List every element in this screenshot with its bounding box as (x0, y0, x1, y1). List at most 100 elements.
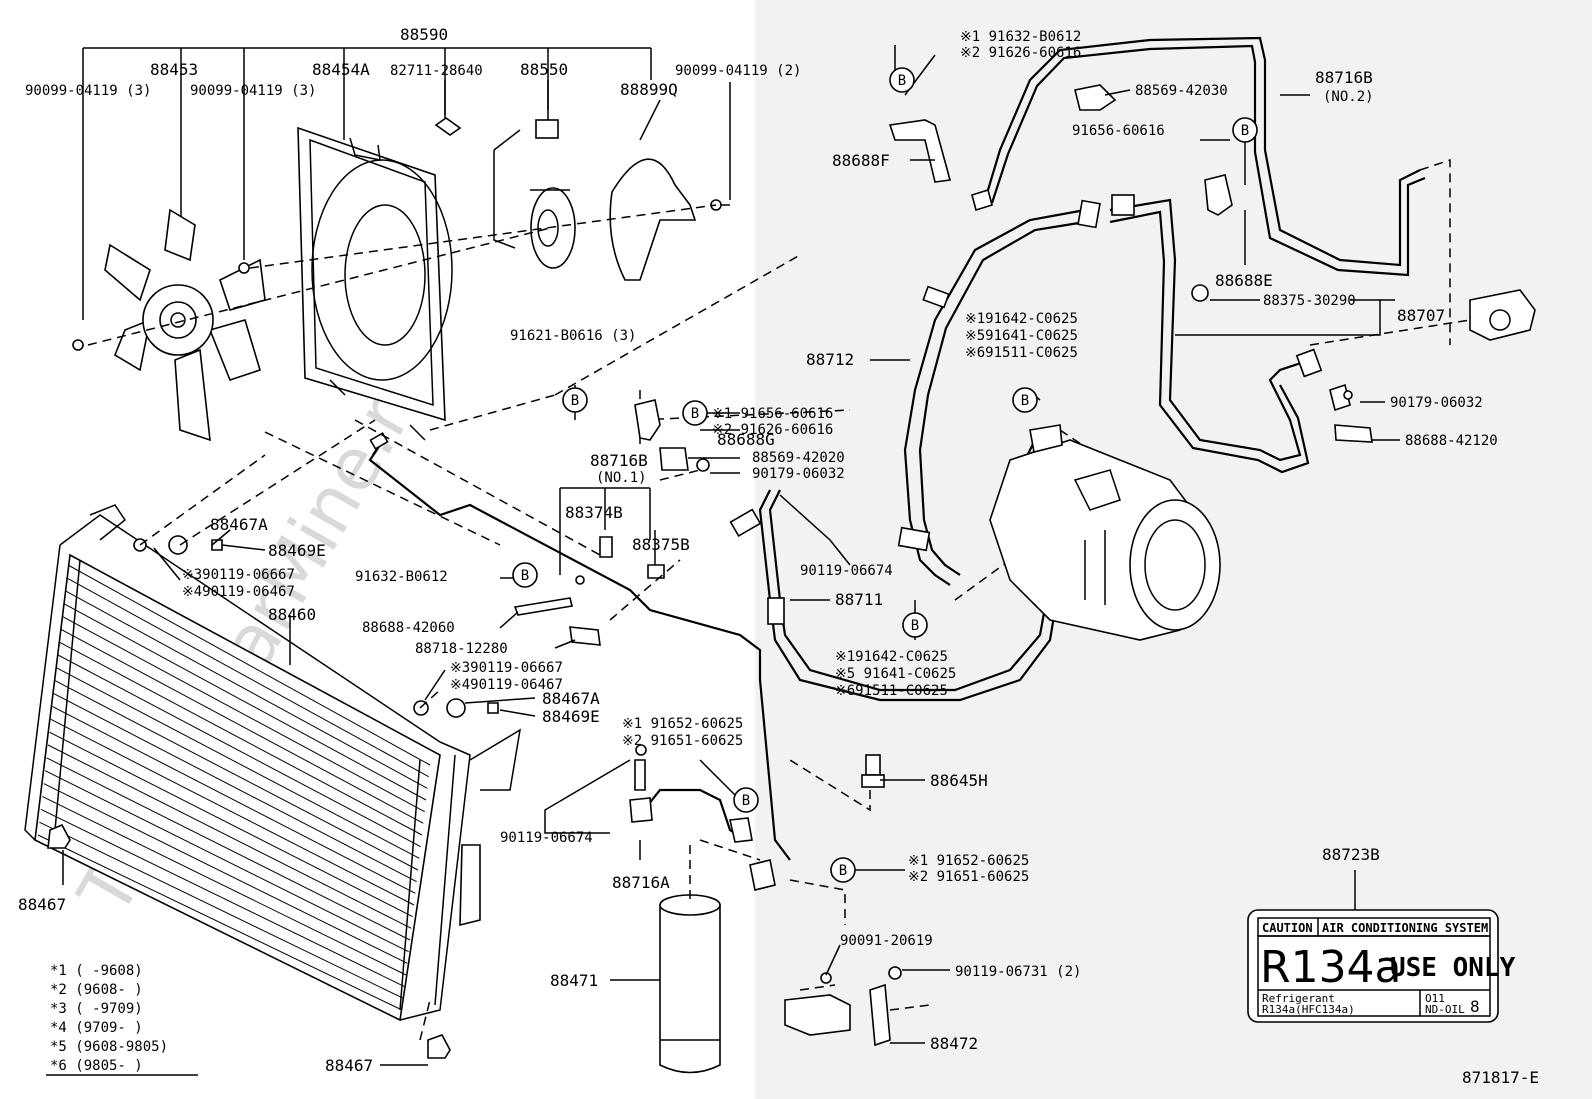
fan-blade (104, 208, 266, 442)
condenser-fin (52, 705, 416, 894)
motor-plate (609, 99, 697, 281)
callout: ※490119-06467 (182, 584, 295, 600)
label-refrigerant-code: R134a(HFC134a) (1262, 1003, 1355, 1016)
legend-row: *3 ( -9709) (50, 1001, 143, 1017)
callout: 88467 (18, 895, 66, 914)
badge-letter: B (691, 406, 699, 422)
condenser-fin (43, 783, 408, 964)
callout: 90119-06674 (800, 563, 893, 579)
callout: 88723B (1322, 845, 1380, 864)
expansion-valve-block (1469, 289, 1536, 341)
label-system: AIR CONDITIONING SYSTEM (1322, 921, 1488, 935)
callout: 91632-B0612 (355, 569, 448, 585)
callout: ※691511-C0625 (835, 683, 948, 699)
condenser-dashed-lines (139, 419, 501, 709)
callout: ※191642-C0625 (835, 649, 948, 665)
pipe-88716A (629, 744, 761, 905)
callout: 88460 (268, 605, 316, 624)
callout: ※490119-06467 (450, 677, 563, 693)
callout: 88467A (210, 515, 268, 534)
legend-row: *6 (9805- ) (50, 1058, 143, 1074)
fan-motor (493, 80, 576, 269)
callout: 88590 (400, 25, 448, 44)
badge-b: B (512, 562, 538, 588)
label-r134a: R134a (1260, 942, 1402, 993)
badge-letter: B (521, 568, 529, 584)
condenser-fin (67, 564, 431, 766)
callout: 88688-42120 (1405, 433, 1498, 449)
callout: 88716B (590, 451, 648, 470)
callout: 88688F (832, 151, 890, 170)
condenser-fin (62, 615, 425, 813)
condenser-fins (37, 564, 431, 1011)
callout: ※1 91652-60625 (622, 716, 743, 732)
figure-id: 871817-E (1462, 1068, 1539, 1087)
callout: 90099-04119 (3) (190, 83, 316, 99)
condenser-fin (64, 590, 428, 789)
label-caution: CAUTION (1262, 921, 1313, 935)
pipe-brackets (513, 536, 665, 646)
callout: 90119-06731 (2) (955, 964, 1081, 980)
callout: 88454A (312, 60, 370, 79)
badge-letter: B (898, 73, 906, 89)
badge-letter: B (571, 393, 579, 409)
condenser-fin (54, 680, 419, 871)
label-oil-type: ND-OIL (1425, 1003, 1465, 1016)
badge-letter: B (839, 863, 847, 879)
callout: 88688E (1215, 271, 1273, 290)
condenser-fin (66, 577, 429, 778)
callout: 90091-20619 (840, 933, 933, 949)
badge-b: B (902, 612, 928, 638)
callout: 88711 (835, 590, 883, 609)
condenser-fin (40, 808, 405, 988)
liquid-pipe-no1 (368, 432, 791, 861)
callout: ※1 91656-60616 (712, 406, 833, 422)
callout: ※390119-06667 (182, 567, 295, 583)
pipe-88707 (1109, 194, 1323, 474)
condenser-fin (59, 641, 423, 836)
condenser-fin (42, 795, 407, 976)
legend: *1 ( -9608) *2 (9608- ) *3 ( -9709) *4 (… (46, 963, 198, 1076)
dryer-connector (749, 859, 846, 925)
small-hardware (72, 80, 730, 351)
condenser-fin (39, 821, 404, 999)
callout: ※2 91651-60625 (908, 869, 1029, 885)
callout: ※2 91626-60616 (712, 422, 833, 438)
dryer-bracket (784, 966, 931, 1047)
fan-dashed-lines (87, 204, 717, 431)
badge-b: B (682, 400, 708, 426)
condenser-fin (57, 654, 421, 848)
callout: (NO.1) (596, 470, 647, 486)
pipe-clamps-center (634, 399, 710, 472)
suction-hose (897, 199, 1101, 586)
condenser-fin (47, 744, 412, 929)
receiver-dryer (659, 894, 721, 1074)
callout: 88374B (565, 503, 623, 522)
callout: ※1 91652-60625 (908, 853, 1029, 869)
legend-row: *4 (9709- ) (50, 1020, 143, 1036)
callout: ※5 91641-C0625 (835, 666, 956, 682)
callout: ※191642-C0625 (965, 311, 1078, 327)
callout: 88467A (542, 689, 600, 708)
badge-b: B (1012, 387, 1038, 413)
callout: ※390119-06667 (450, 660, 563, 676)
badge-b: B (889, 67, 915, 93)
callout: 88707 (1397, 306, 1445, 325)
legend-row: *5 (9608-9805) (50, 1039, 168, 1055)
callout: 88899Q (620, 80, 678, 99)
callout: 88718-12280 (415, 641, 508, 657)
condenser-fin (44, 770, 409, 953)
callout: 88469E (542, 707, 600, 726)
badge-b: B (733, 787, 759, 813)
condenser-fin (60, 628, 424, 824)
compressor (989, 424, 1221, 641)
callout: 88469E (268, 541, 326, 560)
callout: 88688-42060 (362, 620, 455, 636)
callout: 90099-04119 (3) (25, 83, 151, 99)
legend-row: *2 (9608- ) (50, 982, 143, 998)
badge-letter: B (1021, 393, 1029, 409)
callout: 91656-60616 (1072, 123, 1165, 139)
callout: 88375-30290 (1263, 293, 1356, 309)
